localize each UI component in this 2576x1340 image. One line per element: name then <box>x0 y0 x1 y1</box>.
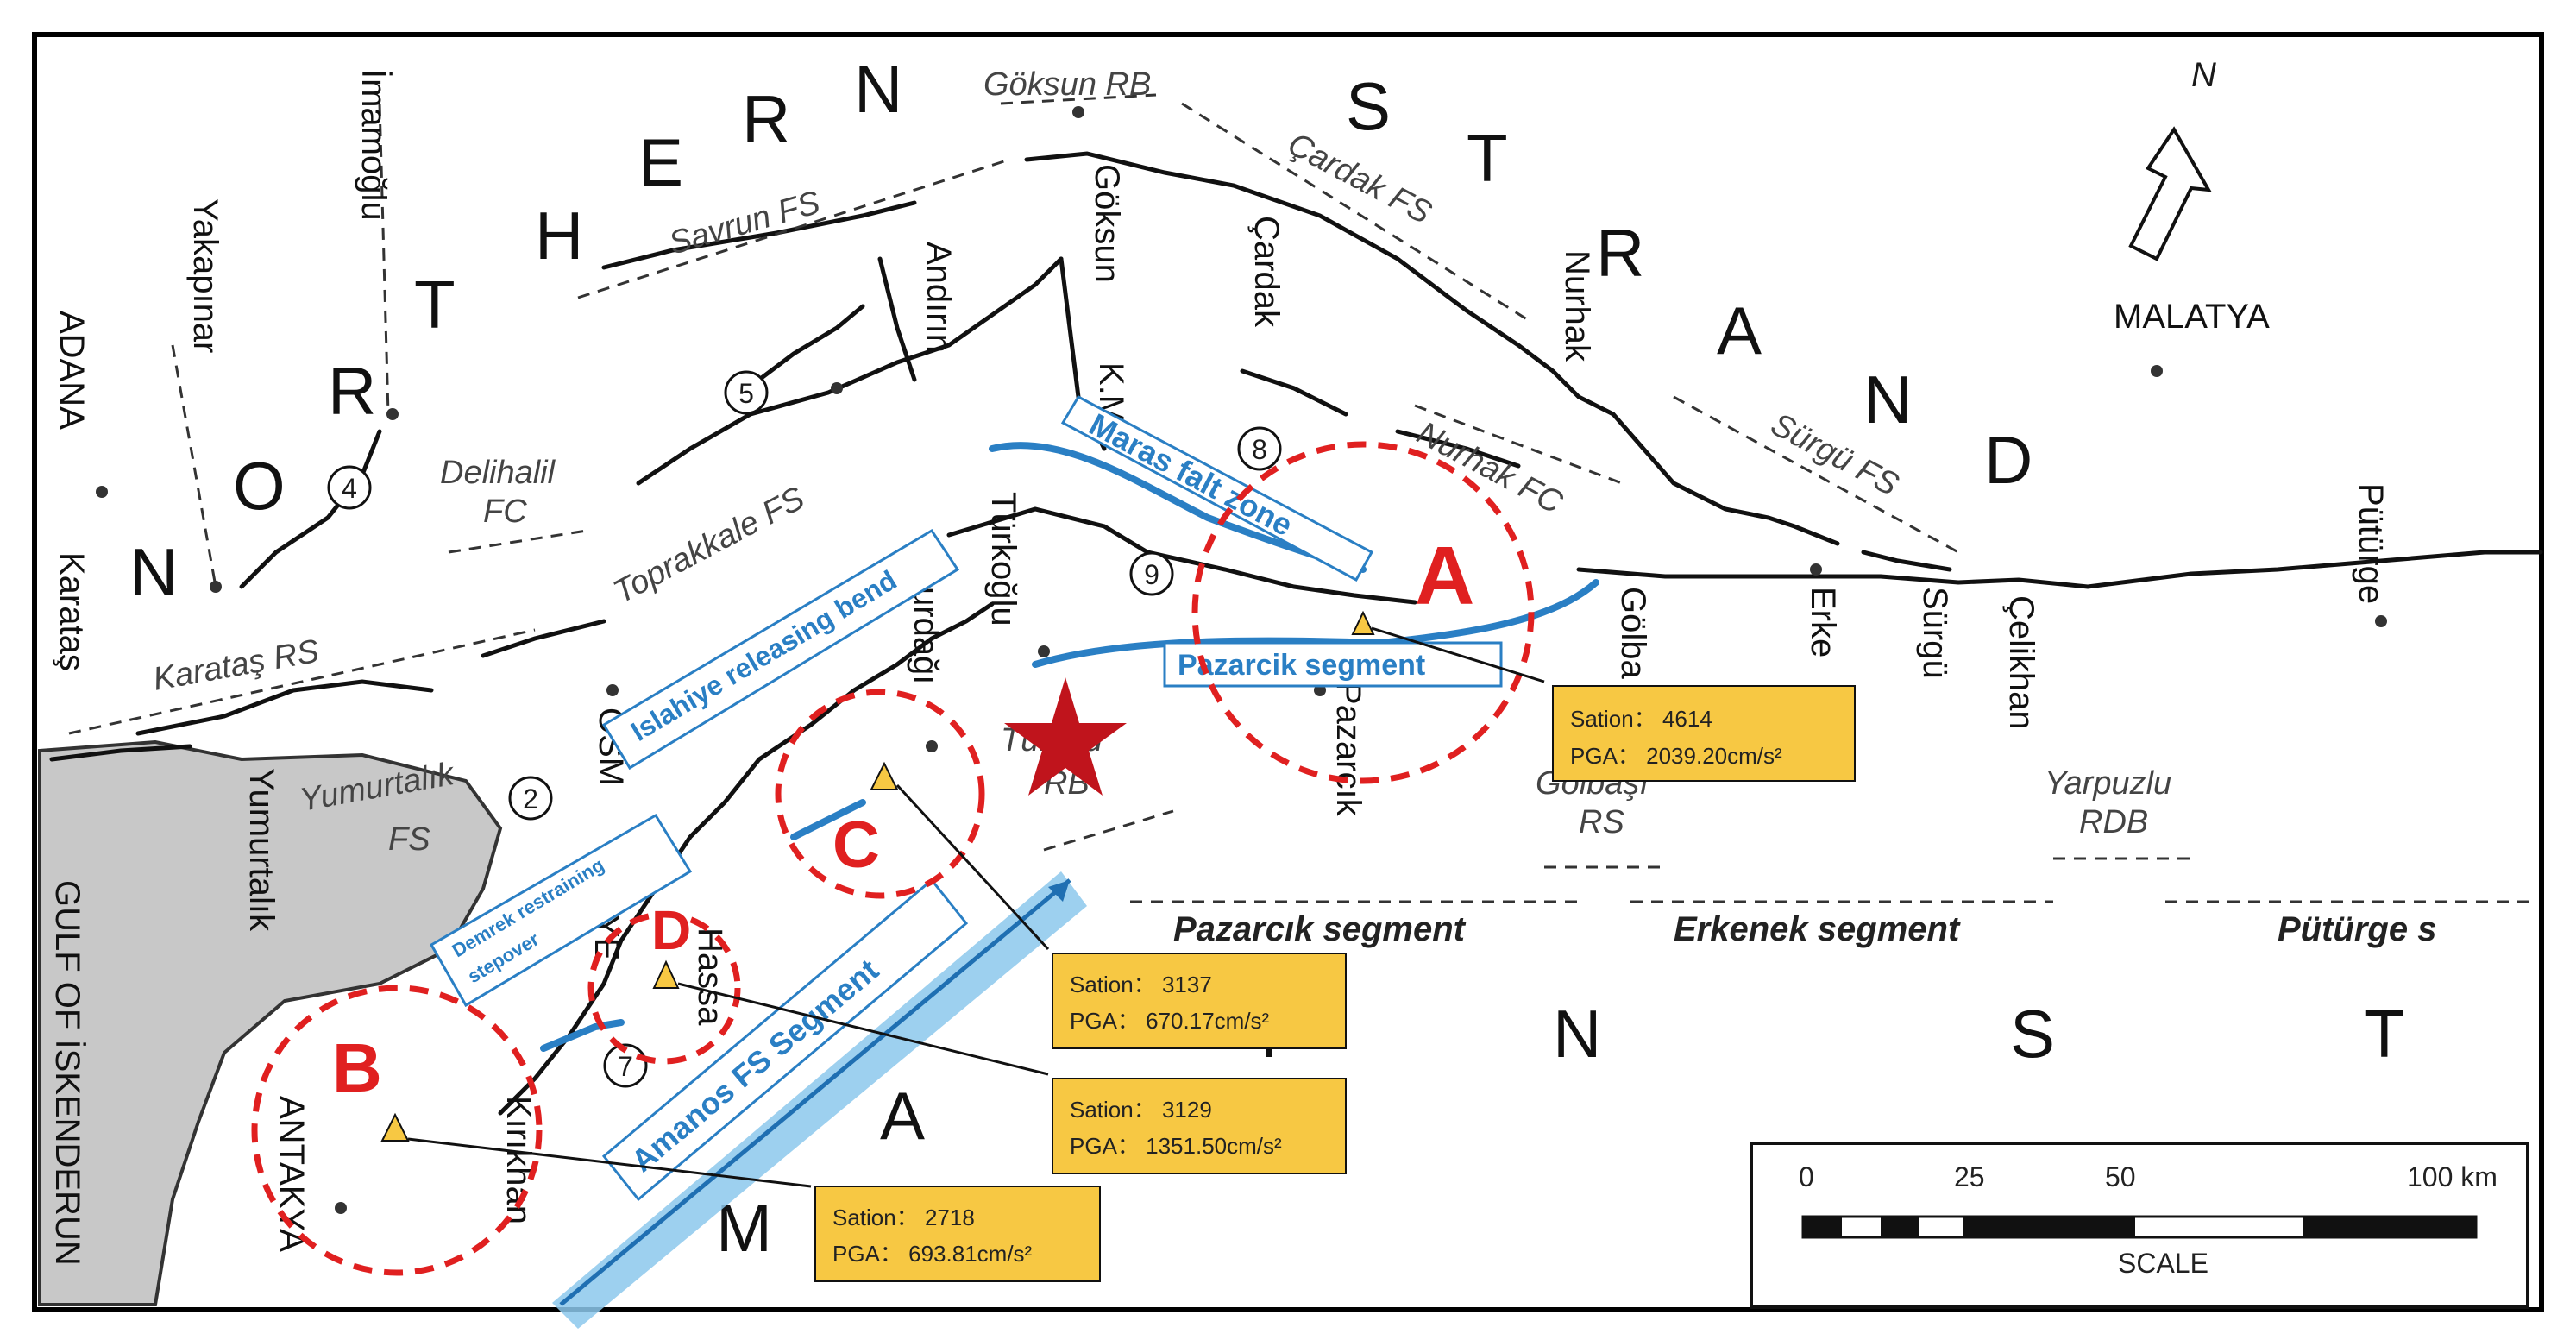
city-cardak: Çardak <box>1247 216 1285 328</box>
station-pga: PGA： 1351.50cm/s² <box>1070 1133 1282 1159</box>
letter-t2: T <box>1467 120 1508 196</box>
city-celikhan: Çelikhan <box>2002 595 2040 730</box>
fault-yarpuzlu-rdb: RDB <box>2079 804 2148 840</box>
city-turkoglu: Türkoğlu <box>984 492 1022 626</box>
circled-4: 4 <box>342 473 357 504</box>
zone-c-label: C <box>832 808 880 882</box>
station-triangle-3137 <box>870 761 899 790</box>
station-box-4614: Sation： 4614 PGA： 2039.20cm/s² <box>1552 685 1856 782</box>
station-box-2718: Sation： 2718 PGA： 693.81cm/s² <box>814 1186 1101 1282</box>
circled-8: 8 <box>1252 434 1267 465</box>
segment-erkenek: Erkenek segment <box>1674 910 1961 948</box>
amanos-band <box>552 871 1087 1329</box>
city-surgu: Sürgü <box>1916 587 1954 679</box>
city-imamoglu: İmamoğlu <box>355 69 393 221</box>
circled-5: 5 <box>738 378 754 409</box>
epicenter-star-icon <box>1004 677 1127 796</box>
city-yumurtalik: Yumurtalık <box>242 768 280 932</box>
letter-n4: N <box>1553 996 1601 1072</box>
gulf-label: GULF OF İSKENDERUN <box>48 880 87 1266</box>
segment-pazarcik: Pazarcık segment <box>1173 910 1467 948</box>
city-nurdagi: urdağı <box>907 587 945 684</box>
circled-numbers: 2 4 5 7 8 9 <box>327 370 1282 1088</box>
gulf-of-iskenderun <box>38 739 503 1306</box>
fault-system-arrows <box>68 93 2536 903</box>
fault-golbasi-rs: RS <box>1579 804 1624 840</box>
station-id: Sation： 4614 <box>1570 706 1712 732</box>
letter-a2: A <box>880 1078 925 1154</box>
city-erkenek: Erke <box>1804 587 1842 657</box>
fault-delihalil: Delihalil <box>440 455 556 491</box>
letter-o: O <box>233 448 286 524</box>
leader-lines <box>407 626 1545 1188</box>
letter-e: E <box>638 124 683 200</box>
letter-t3: T <box>2364 996 2405 1072</box>
letter-s2: S <box>2010 996 2055 1072</box>
station-id: Sation： 3129 <box>1070 1097 1212 1123</box>
station-box-3129: Sation： 3129 PGA： 1351.50cm/s² <box>1052 1078 1347 1174</box>
station-id: Sation： 2718 <box>832 1205 975 1230</box>
north-arrow: N <box>2128 56 2216 261</box>
station-pga: PGA： 693.81cm/s² <box>832 1241 1033 1267</box>
scale-tick-100: 100 km <box>2407 1161 2497 1192</box>
station-box-3137: Sation： 3137 PGA： 670.17cm/s² <box>1052 953 1347 1049</box>
circled-2: 2 <box>523 783 538 815</box>
scale-tick-0: 0 <box>1799 1161 1814 1192</box>
station-triangle-4614 <box>1351 610 1375 635</box>
scale-tick-50: 50 <box>2105 1161 2136 1192</box>
city-antakya: ANTAKYA <box>273 1096 311 1252</box>
pazarcik-label-box: Pazarcik segment <box>1163 641 1503 688</box>
pazarcik-blue-label: Pazarcik segment <box>1178 649 1425 682</box>
fault-yarpuzlu: Yarpuzlu <box>2045 765 2171 802</box>
station-pga: PGA： 670.17cm/s² <box>1070 1008 1270 1034</box>
fault-goksun-rb: Göksun RB <box>983 66 1151 103</box>
fault-yumurtalik-fs: FS <box>388 821 430 858</box>
letter-h: H <box>535 198 583 274</box>
letter-r2: R <box>742 81 790 157</box>
letter-d: D <box>1984 422 2033 498</box>
station-triangle-3129 <box>652 959 680 989</box>
letter-r1: R <box>328 353 376 429</box>
city-golbasi: Gölba <box>1614 587 1652 679</box>
letter-s1: S <box>1346 68 1391 144</box>
fault-delihalil-fc: FC <box>483 494 527 530</box>
city-goksun: Göksun <box>1088 164 1126 283</box>
letter-n2: N <box>854 51 902 127</box>
letter-n1: N <box>129 534 178 610</box>
station-pga: PGA： 2039.20cm/s² <box>1570 743 1782 769</box>
circled-7: 7 <box>618 1051 633 1082</box>
city-puturge: Pütürge <box>2352 483 2390 604</box>
scale-bar: 0 25 50 100 km SCALE <box>1750 1142 2529 1309</box>
letter-a1: A <box>1717 293 1762 368</box>
city-yakapinar: Yakapınar <box>186 198 224 353</box>
city-pazarcik: Pazarcık <box>1329 682 1367 817</box>
zone-a-label: A <box>1415 530 1474 622</box>
city-markers <box>96 106 2387 1214</box>
circled-9: 9 <box>1144 559 1159 590</box>
segment-puturge: Pütürge s <box>2278 910 2436 948</box>
north-arrow-icon <box>2128 126 2212 261</box>
city-karatas: Karataş <box>53 552 91 671</box>
city-adana: ADANA <box>53 311 91 430</box>
zone-circles <box>251 441 1535 1276</box>
letter-t1: T <box>414 267 456 343</box>
station-id: Sation： 3137 <box>1070 972 1212 997</box>
city-andirin: Andırın <box>920 242 958 353</box>
north-label: N <box>2191 56 2216 94</box>
letter-n3: N <box>1863 362 1912 437</box>
city-malatya: MALATYA <box>2114 298 2270 336</box>
letter-r3: R <box>1596 215 1644 291</box>
zone-b-label: B <box>332 1029 382 1106</box>
scale-tick-25: 25 <box>1954 1161 1985 1192</box>
city-nurhak: Nurhak <box>1558 250 1596 362</box>
fault-traces <box>49 151 2543 1116</box>
zone-d-label: D <box>651 899 691 961</box>
station-triangle-2718 <box>380 1112 410 1142</box>
scale-label: SCALE <box>2118 1248 2208 1279</box>
station-markers <box>380 610 1375 1142</box>
